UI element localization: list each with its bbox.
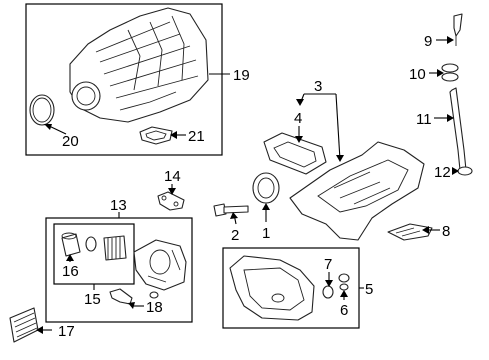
callout-4: 4 [294, 110, 302, 127]
callout-18: 18 [146, 299, 163, 316]
upper-oil-pan-part [289, 141, 425, 241]
drain-plug-washer-part [322, 285, 334, 299]
callout-19: 19 [233, 67, 250, 84]
crankshaft-seal-part [252, 172, 280, 204]
dipstick-tube-part [449, 87, 467, 171]
manifold-gasket-part [139, 126, 173, 145]
callout-3: 3 [314, 78, 322, 95]
callout-9: 9 [424, 33, 432, 50]
oil-filter-cap-part [61, 232, 81, 257]
oil-baffle-part [387, 223, 433, 241]
drain-plug-part [338, 273, 350, 291]
callout-11: 11 [416, 111, 432, 128]
callout-14: 14 [164, 168, 181, 185]
callout-2: 2 [231, 227, 239, 244]
dipstick-handle-part [453, 13, 463, 46]
oil-cooler-part [9, 307, 39, 343]
oil-filter-housing-part [133, 239, 187, 291]
bolt-part [213, 203, 249, 217]
callout-1: 1 [262, 225, 270, 242]
bracket-part [157, 191, 185, 211]
dipstick-o-rings-part [441, 63, 459, 82]
oil-filter-gasket-part [109, 288, 133, 305]
callout-6: 6 [340, 302, 348, 319]
callout-15: 15 [84, 291, 101, 308]
dipstick-seal-part [457, 166, 473, 176]
callout-13: 13 [110, 197, 127, 214]
oil-pan-gasket-part [263, 132, 327, 175]
callout-21: 21 [188, 128, 205, 145]
oil-filter-assembly-box [45, 217, 193, 323]
housing-bolt-part [149, 291, 159, 299]
callout-20: 20 [62, 133, 79, 150]
throttle-gasket-part [29, 94, 55, 126]
callout-8: 8 [442, 223, 450, 240]
lower-oil-pan-part [229, 255, 315, 321]
callout-16: 16 [62, 263, 79, 280]
intake-manifold-part [69, 7, 209, 123]
oil-filter-element-part [103, 235, 127, 261]
callout-5: 5 [365, 281, 373, 298]
callout-10: 10 [409, 66, 426, 83]
callout-7: 7 [324, 256, 332, 273]
callout-17: 17 [58, 323, 75, 340]
intake-manifold-box [25, 3, 223, 156]
oil-filter-o-ring-part [85, 236, 97, 252]
callout-12: 12 [434, 164, 451, 181]
